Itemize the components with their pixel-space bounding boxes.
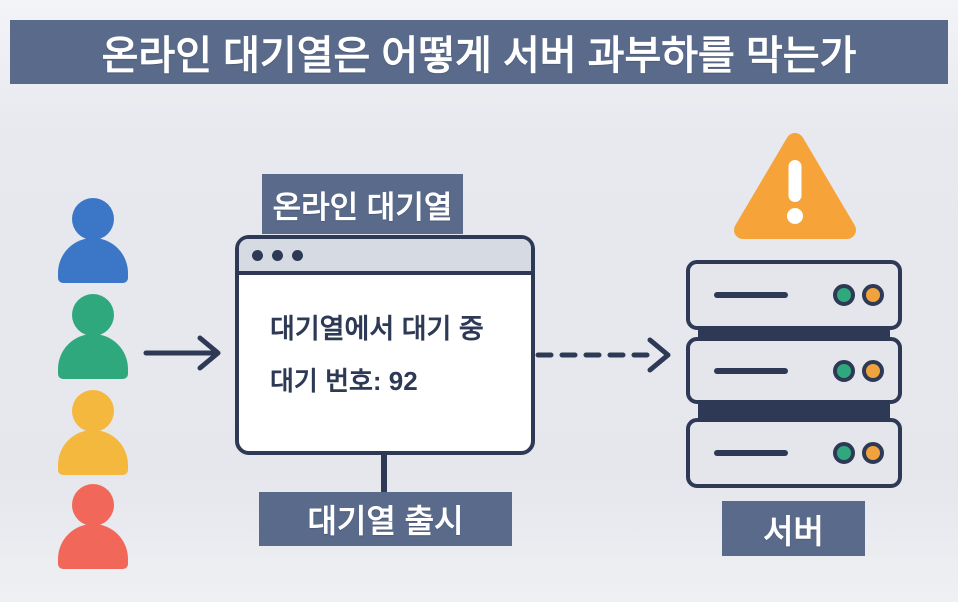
server-slot xyxy=(714,292,788,298)
server-unit xyxy=(686,418,902,488)
user-icon xyxy=(58,198,128,283)
user-head xyxy=(72,294,114,336)
queue-browser-window: 대기열에서 대기 중 대기 번호: 92 xyxy=(235,235,535,455)
server-slot xyxy=(714,367,788,374)
user-torso xyxy=(58,430,128,475)
dashed-arrow-right-icon xyxy=(535,337,671,373)
green-led-icon xyxy=(833,442,855,464)
connector-line xyxy=(381,450,387,495)
orange-led-icon xyxy=(862,442,884,464)
server-connector xyxy=(698,402,890,422)
user-icon xyxy=(58,390,128,475)
warning-icon xyxy=(734,133,856,239)
user-head xyxy=(72,484,114,526)
user-icon xyxy=(58,294,128,379)
server-badge: 서버 xyxy=(722,501,865,556)
green-led-icon xyxy=(833,284,855,306)
user-head xyxy=(72,390,114,432)
arrow-right-icon xyxy=(143,335,221,371)
queue-number-text: 대기 번호: 92 xyxy=(270,366,418,396)
green-led-icon xyxy=(833,359,855,382)
server-unit xyxy=(686,337,902,404)
window-titlebar xyxy=(239,239,531,275)
window-dot-icon xyxy=(272,249,283,261)
server-stack-icon xyxy=(686,260,902,488)
queue-launch-badge: 대기열 출시 xyxy=(259,492,512,546)
user-torso xyxy=(58,524,128,569)
user-icon xyxy=(58,484,128,569)
user-head xyxy=(72,198,114,240)
user-torso xyxy=(58,334,128,379)
window-dot-icon xyxy=(292,249,303,261)
orange-led-icon xyxy=(862,284,884,306)
user-torso xyxy=(58,238,128,283)
window-dot-icon xyxy=(252,249,263,261)
queue-window-badge: 온라인 대기열 xyxy=(262,174,463,234)
queue-status-text: 대기열에서 대기 중 xyxy=(270,314,484,344)
infographic-title: 온라인 대기열은 어떻게 서버 과부하를 막는가 xyxy=(10,20,948,84)
orange-led-icon xyxy=(862,359,884,382)
server-slot xyxy=(714,450,788,456)
server-unit xyxy=(686,260,902,330)
